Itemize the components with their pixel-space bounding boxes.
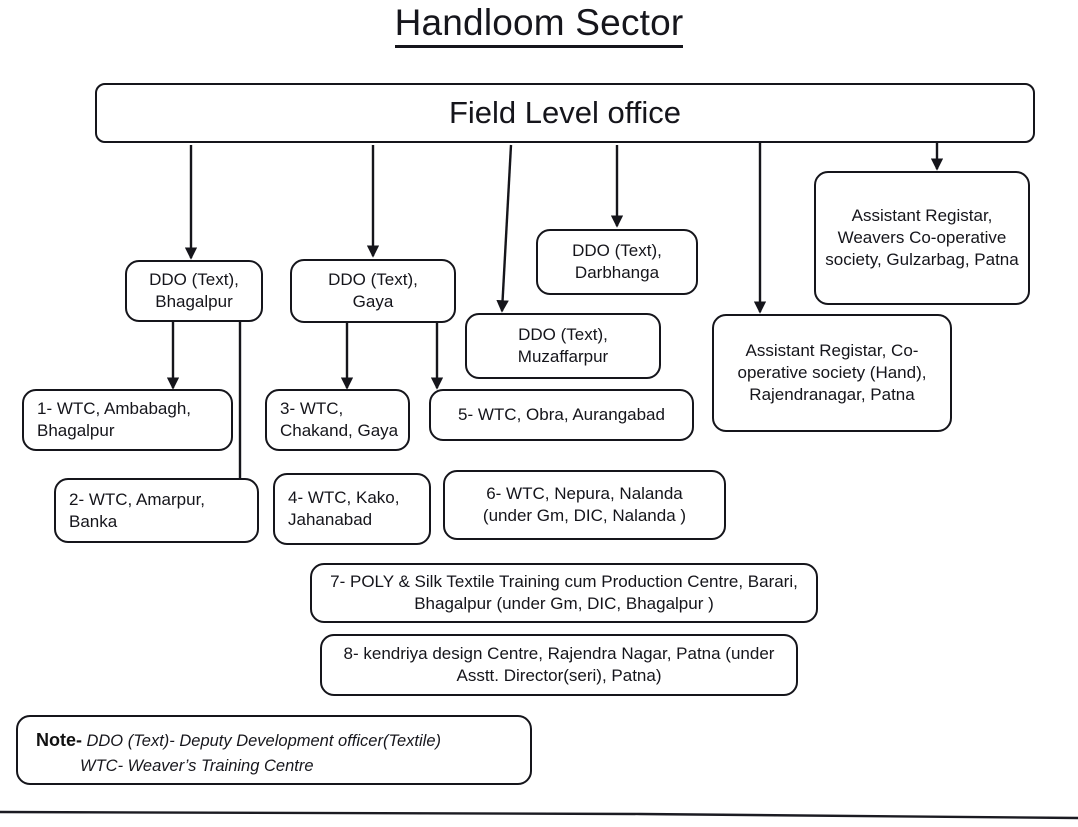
node-label: 7- POLY & Silk Textile Training cum Prod… xyxy=(330,572,798,613)
node-wtc-6-nepura-nalanda[interactable]: 6- WTC, Nepura, Nalanda (under Gm, DIC, … xyxy=(443,470,726,540)
node-label: 1- WTC, Ambabagh, Bhagalpur xyxy=(37,399,192,440)
node-centre-8-kendriya-design-centre[interactable]: 8- kendriya design Centre, Rajendra Naga… xyxy=(320,634,798,696)
node-ddo-darbhanga[interactable]: DDO (Text), Darbhanga xyxy=(536,229,698,295)
node-label: DDO (Text), Darbhanga xyxy=(572,241,662,282)
node-assistant-registar-cooperative-rajendranagar[interactable]: Assistant Registar, Co-operative society… xyxy=(712,314,952,432)
node-label: Field Level office xyxy=(448,95,682,130)
node-label: 5- WTC, Obra, Aurangabad xyxy=(458,405,665,424)
node-label: DDO (Text), Bhagalpur xyxy=(149,270,239,311)
node-label: 8- kendriya design Centre, Rajendra Naga… xyxy=(343,644,775,685)
node-label: 3- WTC, Chakand, Gaya xyxy=(280,399,399,440)
page-title-text: Handloom Sector xyxy=(394,2,684,48)
node-label: 6- WTC, Nepura, Nalanda (under Gm, DIC, … xyxy=(482,484,687,525)
node-label: DDO (Text), Muzaffarpur xyxy=(517,325,609,366)
node-ddo-muzaffarpur[interactable]: DDO (Text), Muzaffarpur xyxy=(465,313,661,379)
node-label: 2- WTC, Amarpur, Banka xyxy=(69,489,206,531)
node-label: Assistant Registar, Weavers Co-operative… xyxy=(825,206,1019,269)
node-wtc-4-kako-jahanabad[interactable]: 4- WTC, Kako, Jahanabad xyxy=(273,473,431,545)
note-line-1: DDO (Text)- Deputy Development officer(T… xyxy=(86,732,442,750)
node-wtc-2-amarpur-banka[interactable]: 2- WTC, Amarpur, Banka xyxy=(54,478,259,543)
page-title: Handloom Sector xyxy=(0,0,1078,48)
node-centre-7-poly-silk-textile-barari[interactable]: 7- POLY & Silk Textile Training cum Prod… xyxy=(310,563,818,623)
node-wtc-3-chakand-gaya[interactable]: 3- WTC, Chakand, Gaya xyxy=(265,389,410,451)
note-row-2: WTC- Weaver’s Training Centre xyxy=(36,754,516,779)
node-label: DDO (Text), Gaya xyxy=(328,270,418,311)
node-label: Assistant Registar, Co-operative society… xyxy=(737,341,927,404)
node-ddo-bhagalpur[interactable]: DDO (Text), Bhagalpur xyxy=(125,260,263,322)
node-ddo-gaya[interactable]: DDO (Text), Gaya xyxy=(290,259,456,323)
note-line-2: WTC- Weaver’s Training Centre xyxy=(80,757,314,775)
node-wtc-1-ambabagh-bhagalpur[interactable]: 1- WTC, Ambabagh, Bhagalpur xyxy=(22,389,233,451)
page-edge-line xyxy=(0,810,1078,820)
node-label: 4- WTC, Kako, Jahanabad xyxy=(288,488,400,529)
node-wtc-5-obra-aurangabad[interactable]: 5- WTC, Obra, Aurangabad xyxy=(429,389,694,441)
note-box: Note- DDO (Text)- Deputy Development off… xyxy=(16,715,532,785)
note-row-1: Note- DDO (Text)- Deputy Development off… xyxy=(36,728,516,754)
note-label: Note- xyxy=(36,730,82,750)
node-field-level-office[interactable]: Field Level office xyxy=(95,83,1035,143)
node-assistant-registar-weavers-gulzarbag[interactable]: Assistant Registar, Weavers Co-operative… xyxy=(814,171,1030,305)
